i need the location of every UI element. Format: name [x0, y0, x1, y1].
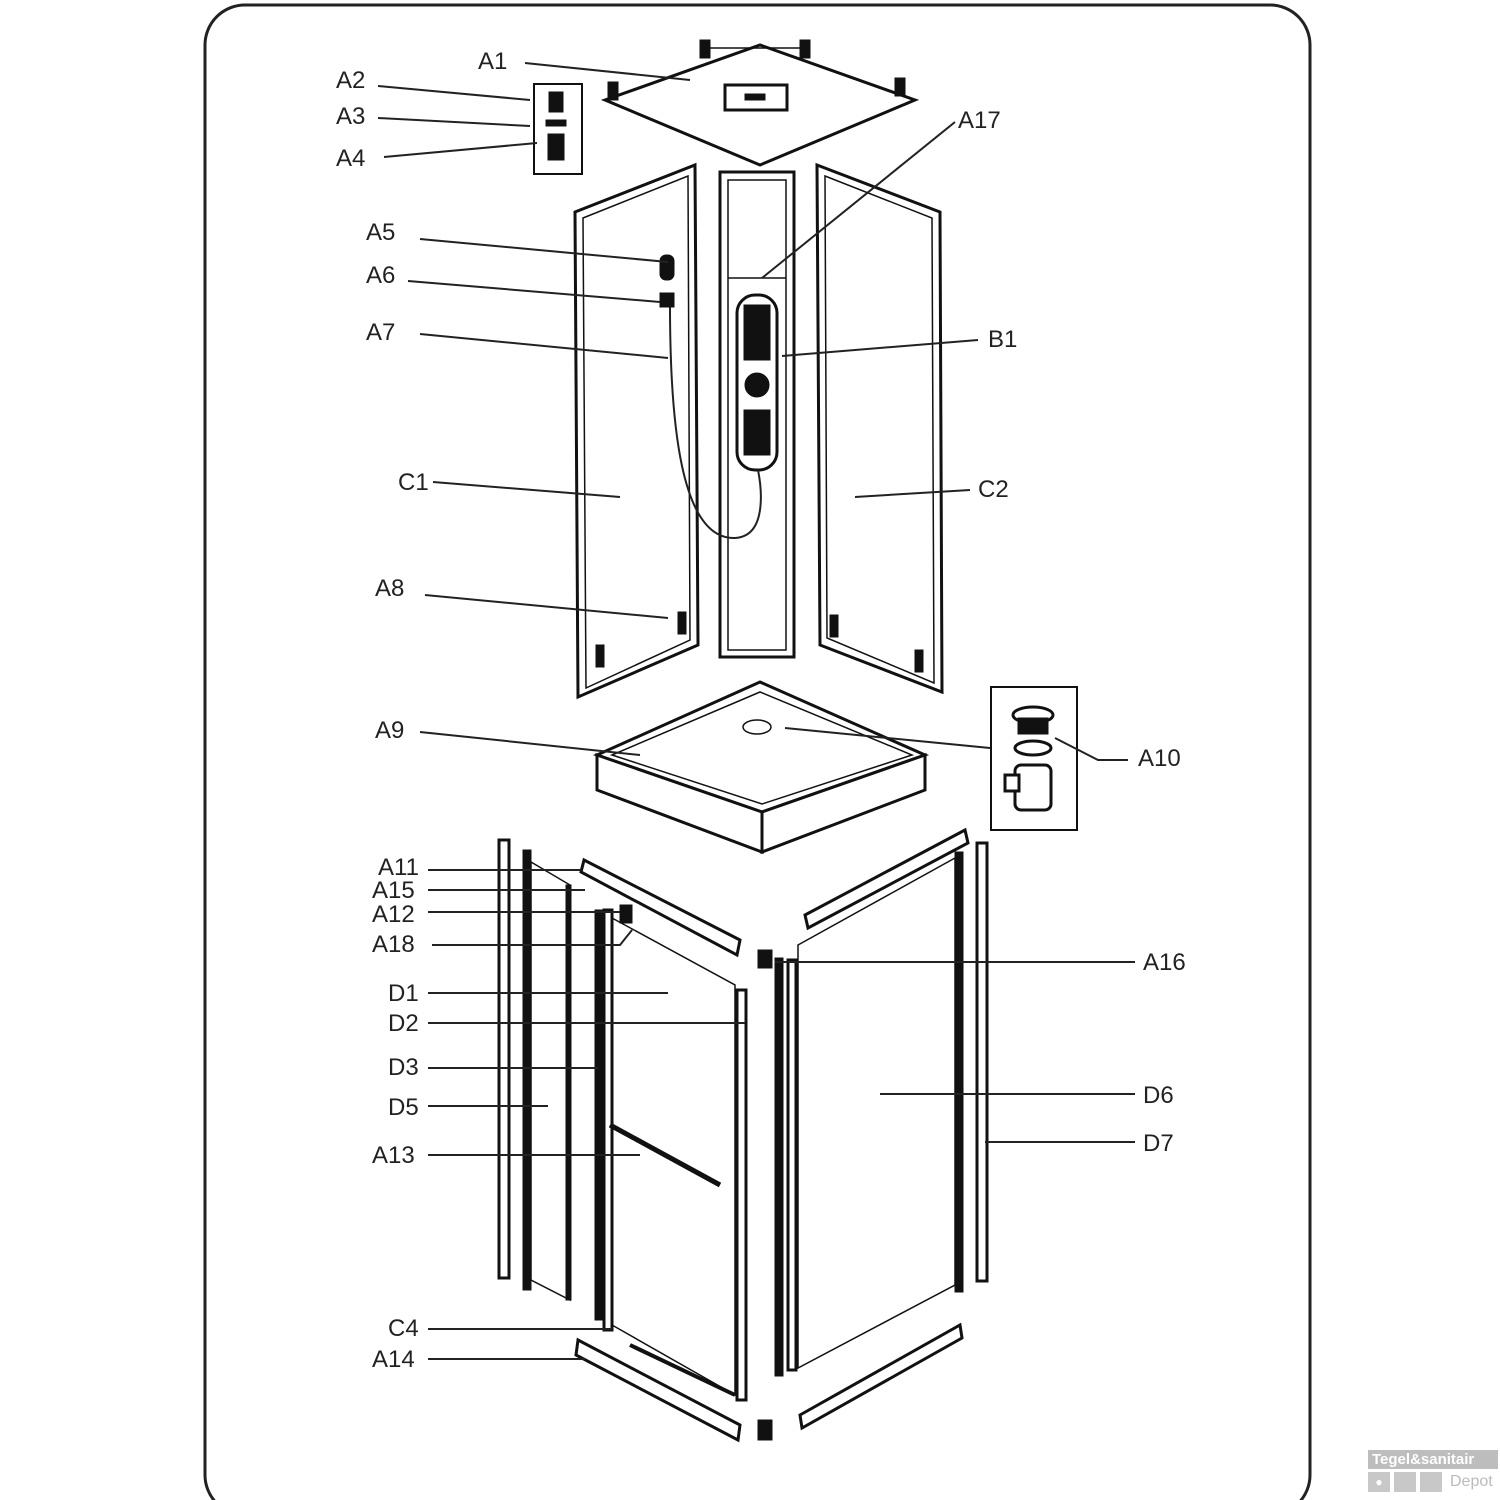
label-b1: B1 [988, 326, 1017, 353]
side-panel-c1 [573, 162, 700, 700]
label-a5: A5 [366, 219, 395, 246]
fitting-kit-box [533, 83, 583, 175]
label-a9: A9 [375, 717, 404, 744]
watermark-line2: Depot [1450, 1473, 1493, 1490]
enclosure-frame [497, 827, 989, 1443]
label-a2: A2 [336, 67, 365, 94]
watermark-square [1394, 1472, 1416, 1492]
watermark-line1: Tegel&sanitair [1368, 1450, 1498, 1469]
watermark-square [1420, 1472, 1442, 1492]
label-a8: A8 [375, 575, 404, 602]
label-a10: A10 [1138, 745, 1181, 772]
label-d5: D5 [388, 1094, 419, 1121]
label-a15: A15 [372, 877, 415, 904]
label-a14: A14 [372, 1346, 415, 1373]
label-c4: C4 [388, 1315, 419, 1342]
label-a18: A18 [372, 931, 415, 958]
label-a3: A3 [336, 103, 365, 130]
label-d2: D2 [388, 1010, 419, 1037]
label-d1: D1 [388, 980, 419, 1007]
roof-panel [600, 39, 920, 167]
label-a12: A12 [372, 901, 415, 928]
part-labels: A1 A2 A3 A4 A17 A5 A6 A7 B1 C1 C2 A8 A9 … [336, 48, 1186, 1373]
label-a4: A4 [336, 145, 365, 172]
central-column-b1 [718, 170, 796, 659]
leader-lines [377, 62, 1135, 1360]
shower-tray [592, 680, 930, 855]
label-a17: A17 [958, 107, 1001, 134]
label-d3: D3 [388, 1054, 419, 1081]
label-a13: A13 [372, 1142, 415, 1169]
label-d7: D7 [1143, 1130, 1174, 1157]
side-panel-c2 [815, 162, 944, 695]
label-a1: A1 [478, 48, 507, 75]
label-c2: C2 [978, 476, 1009, 503]
watermark-logo: Tegel&sanitair ● Depot [1368, 1450, 1498, 1492]
diagram-frame [203, 3, 1312, 1500]
label-a6: A6 [366, 262, 395, 289]
drain-kit-box [990, 686, 1078, 831]
label-c1: C1 [398, 469, 429, 496]
label-a11: A11 [378, 854, 419, 881]
label-d6: D6 [1143, 1082, 1174, 1109]
label-a16: A16 [1143, 949, 1186, 976]
label-a7: A7 [366, 319, 395, 346]
water-drop-icon: ● [1368, 1472, 1390, 1492]
